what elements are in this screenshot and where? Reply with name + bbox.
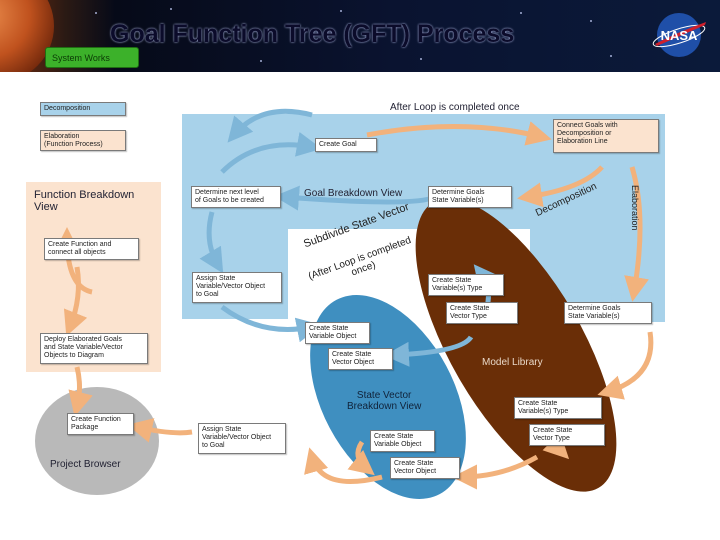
step-determine-goals-state-var-2: Determine Goals State Variable(s) xyxy=(564,302,652,324)
arrow-elaboration xyxy=(624,166,649,302)
project-browser-label: Project Browser xyxy=(50,459,121,470)
elaboration-annotation: Elaboration xyxy=(630,185,640,231)
step-create-state-var-object: Create State Variable Object xyxy=(305,322,370,344)
step-create-function: Create Function and connect all objects xyxy=(44,238,139,260)
step-determine-goals-state-var: Determine Goals State Variable(s) xyxy=(428,186,512,208)
step-create-state-var-object-2: Create State Variable Object xyxy=(370,430,435,452)
arrow-to-model-library xyxy=(597,331,654,400)
legend-decomposition: Decomposition xyxy=(40,102,126,116)
step-assign-state-goal: Assign State Variable/Vector Object to G… xyxy=(192,272,282,303)
arrow-connect-to-determine xyxy=(517,165,604,208)
nasa-logo-text: NASA xyxy=(661,28,698,43)
arrow-to-deploy xyxy=(63,266,88,337)
arrow-state-var-down xyxy=(347,440,375,476)
step-create-function-package: Create Function Package xyxy=(67,413,134,435)
page-title: Goal Function Tree (GFT) Process xyxy=(110,20,515,48)
arrow-after-loop xyxy=(227,108,313,143)
step-assign-state-goal-2: Assign State Variable/Vector Object to G… xyxy=(198,423,286,454)
system-works-badge: System Works xyxy=(45,47,139,68)
nasa-logo-icon: NASA xyxy=(652,13,706,57)
arrow-to-vector-object-2 xyxy=(452,454,539,490)
state-vector-label: State Vector Breakdown View xyxy=(347,390,422,412)
step-create-state-vec-type: Create State Vector Type xyxy=(446,302,518,324)
goal-breakdown-label: Goal Breakdown View xyxy=(304,188,403,199)
step-connect-goals: Connect Goals with Decomposition or Elab… xyxy=(553,119,659,153)
function-breakdown-label: Function Breakdown View xyxy=(34,189,135,213)
project-browser-region xyxy=(35,387,159,495)
step-deploy-elaborated: Deploy Elaborated Goals and State Variab… xyxy=(40,333,148,364)
header-banner: Goal Function Tree (GFT) Process System … xyxy=(0,0,720,72)
legend-elaboration: Elaboration (Function Process) xyxy=(40,130,126,151)
step-determine-next-level: Determine next level of Goals to be crea… xyxy=(191,186,281,208)
step-create-goal: Create Goal xyxy=(315,138,377,152)
arrow-to-assign xyxy=(199,211,224,274)
arrow-to-create-goal xyxy=(220,132,322,174)
arrow-to-vector-object xyxy=(384,335,474,367)
arrow-to-package xyxy=(68,366,93,417)
arrow-to-package-2 xyxy=(127,418,193,443)
step-create-state-vec-object: Create State Vector Object xyxy=(328,348,393,370)
step-create-state-vec-object-2: Create State Vector Object xyxy=(390,457,460,479)
step-create-state-var-type: Create State Variable(s) Type xyxy=(428,274,504,296)
arrow-to-state-object xyxy=(220,304,322,343)
arrow-create-to-connect xyxy=(366,121,552,146)
arrow-to-assign-2 xyxy=(304,447,383,484)
step-create-state-var-type-2: Create State Variable(s) Type xyxy=(514,397,602,419)
step-create-state-vec-type-2: Create State Vector Type xyxy=(529,424,605,446)
gft-diagram: Decomposition Elaboration (Function Proc… xyxy=(22,97,665,508)
model-library-label: Model Library xyxy=(482,357,543,368)
after-loop-annotation: After Loop is completed once xyxy=(390,102,520,113)
